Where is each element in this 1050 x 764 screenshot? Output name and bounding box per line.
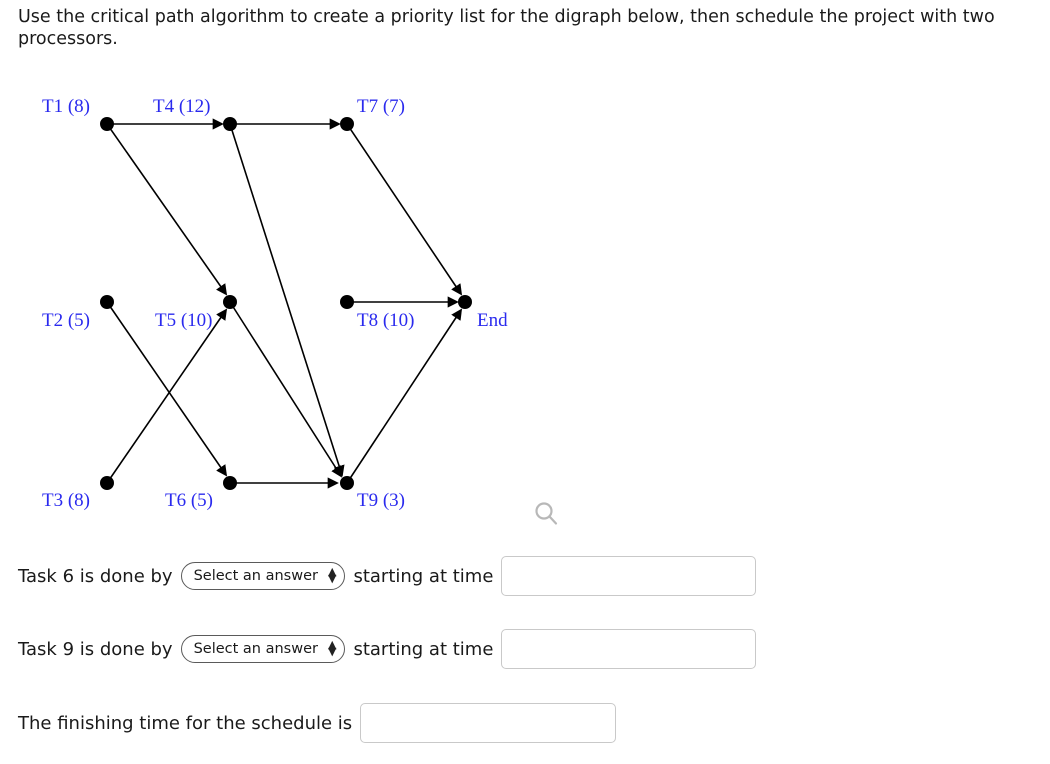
node-label-t7: T7 (7) — [357, 96, 406, 117]
spinner-icon: ▲▼ — [327, 638, 337, 658]
node-label-t3: T3 (8) — [42, 490, 91, 511]
digraph-edges — [106, 118, 463, 489]
question-row-task9: Task 9 is done by Select an answer ▲▼ st… — [18, 629, 757, 669]
digraph-nodes — [100, 117, 472, 490]
task6-start-time-input[interactable] — [501, 556, 757, 596]
digraph-svg — [100, 117, 472, 490]
search-icon[interactable] — [530, 498, 562, 530]
node-label-t4: T4 (12) — [153, 96, 211, 117]
digraph-figure: T1 (8) T4 (12) T7 (7) T2 (5) T5 (10) T8 … — [0, 80, 620, 530]
node-label-t6: T6 (5) — [165, 490, 214, 511]
task9-processor-select[interactable]: Select an answer ▲▼ — [180, 635, 346, 663]
node-label-t1: T1 (8) — [42, 96, 91, 117]
question-row-finishing-time: The finishing time for the schedule is — [18, 703, 617, 743]
node-label-end: End — [477, 310, 508, 331]
finishing-time-label: The finishing time for the schedule is — [18, 712, 353, 734]
task9-middle-label: starting at time — [353, 638, 494, 660]
spinner-icon: ▲▼ — [327, 565, 337, 585]
task6-select-value: Select an answer — [193, 568, 318, 584]
task9-select-value: Select an answer — [193, 641, 318, 657]
task6-processor-select[interactable]: Select an answer ▲▼ — [180, 562, 346, 590]
finishing-time-input[interactable] — [360, 703, 617, 743]
task9-prefix-label: Task 9 is done by — [18, 638, 173, 660]
node-label-t8: T8 (10) — [357, 310, 415, 331]
page-title: Use the critical path algorithm to creat… — [18, 7, 995, 50]
task9-start-time-input[interactable] — [501, 629, 757, 669]
task6-middle-label: starting at time — [353, 565, 494, 587]
task6-prefix-label: Task 6 is done by — [18, 565, 173, 587]
question-row-task6: Task 6 is done by Select an answer ▲▼ st… — [18, 556, 757, 596]
node-label-t5: T5 (10) — [155, 310, 213, 331]
node-label-t9: T9 (3) — [357, 490, 406, 511]
node-label-t2: T2 (5) — [42, 310, 91, 331]
